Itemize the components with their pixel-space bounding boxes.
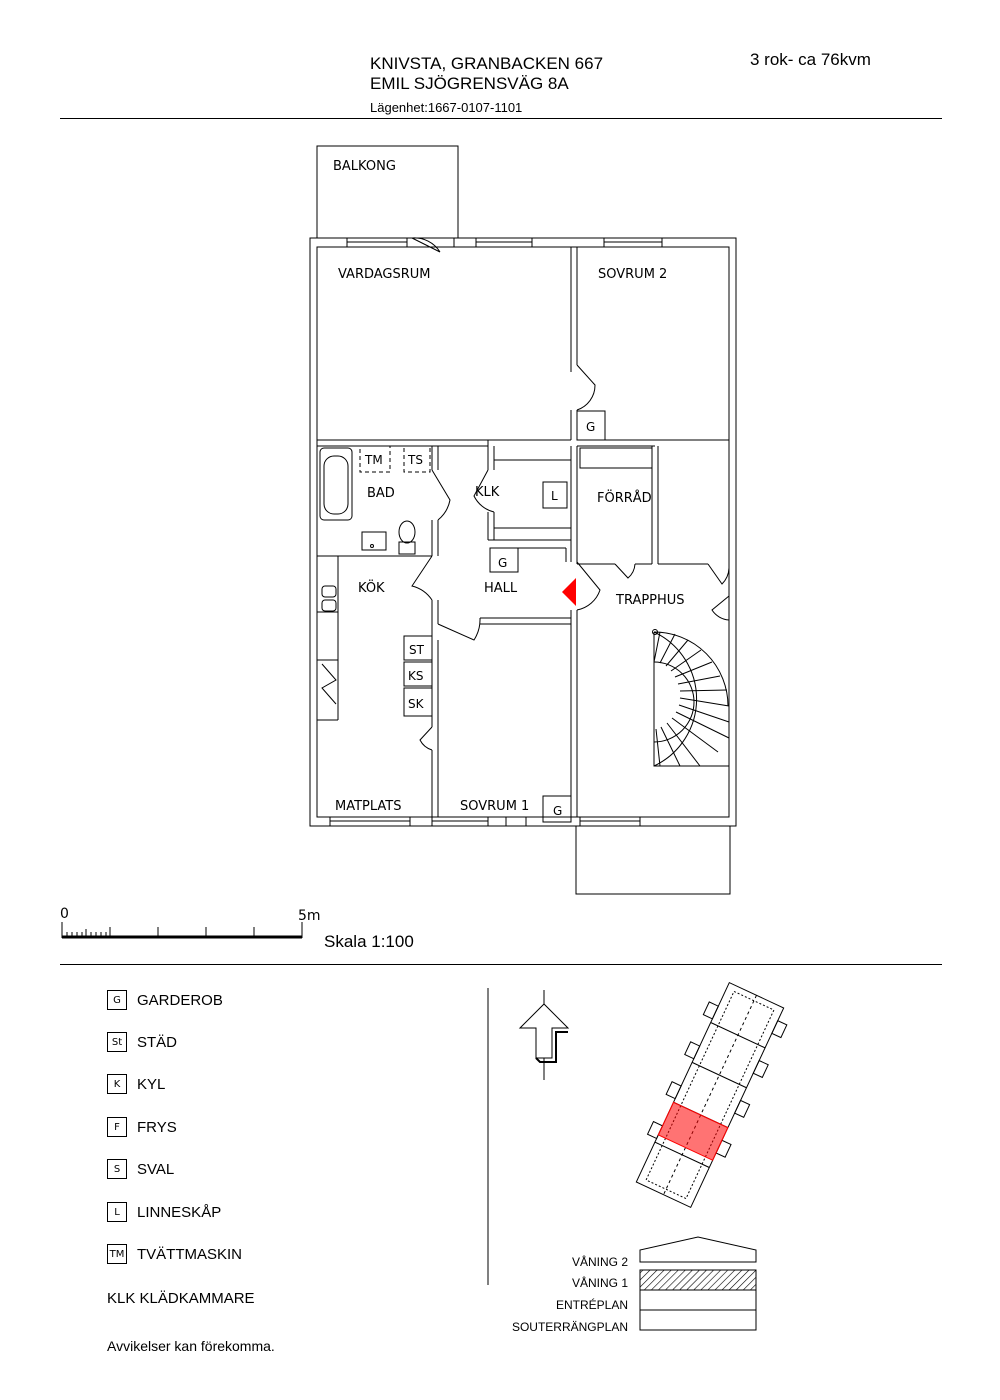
legend-code: St bbox=[107, 1032, 127, 1052]
balcony-door bbox=[411, 237, 441, 253]
dryer-ts-label: TS bbox=[407, 453, 423, 467]
header-divider bbox=[60, 118, 942, 119]
legend-label: FRYS bbox=[137, 1118, 177, 1136]
cleaning-closet-label: ST bbox=[409, 643, 425, 657]
linen-closet-label: L bbox=[551, 489, 558, 503]
windows-bottom bbox=[329, 816, 641, 827]
legend-label: STÄD bbox=[137, 1033, 178, 1051]
legend-code: L bbox=[107, 1202, 127, 1222]
washer-tm-label: TM bbox=[364, 453, 383, 467]
fridge-cool-label: SK bbox=[408, 697, 425, 711]
floor-plan: BALKONG VARDAGSRUM SOVRUM 2 G TM TS BAD … bbox=[60, 145, 737, 939]
legend-code: F bbox=[107, 1117, 127, 1137]
north-arrow-icon bbox=[518, 990, 570, 1080]
legend-code: TM bbox=[107, 1244, 127, 1264]
legend-klk: KLK KLÄDKAMMARE bbox=[107, 1290, 255, 1307]
header-address: KNIVSTA, GRANBACKEN 667 bbox=[370, 54, 604, 73]
level-label: VÅNING 2 bbox=[571, 1255, 628, 1269]
room-label-sovrum2: SOVRUM 2 bbox=[598, 267, 667, 282]
wardrobe-g-sovrum2: G bbox=[586, 420, 595, 434]
legend-label: LINNESKÅP bbox=[137, 1203, 222, 1221]
room-label-balkong: BALKONG bbox=[333, 159, 396, 174]
header-apartment-size: 3 rok- ca 76kvm bbox=[750, 50, 871, 69]
site-plan bbox=[635, 981, 788, 1209]
room-label-forrad: FÖRRÅD bbox=[597, 489, 652, 506]
level-label: VÅNING 1 bbox=[571, 1276, 628, 1290]
site-panel bbox=[487, 981, 788, 1331]
legend-item: St STÄD bbox=[107, 1031, 177, 1053]
wardrobe-g-sovrum1: G bbox=[553, 804, 562, 818]
legend-item: K KYL bbox=[107, 1073, 165, 1095]
room-label-hall: HALL bbox=[484, 581, 518, 596]
fridge-freezer-label: KS bbox=[408, 669, 424, 683]
disclaimer: Avvikelser kan förekomma. bbox=[107, 1338, 275, 1354]
footer-divider bbox=[60, 964, 942, 965]
legend-code: K bbox=[107, 1074, 127, 1094]
legend-label: SVAL bbox=[137, 1160, 175, 1178]
room-label-trapphus: TRAPPHUS bbox=[615, 593, 685, 608]
room-label-bad: BAD bbox=[367, 486, 395, 501]
scale-bar bbox=[61, 922, 303, 939]
legend-item: S SVAL bbox=[107, 1158, 174, 1180]
level-label: ENTRÉPLAN bbox=[555, 1298, 628, 1312]
spiral-staircase bbox=[652, 629, 730, 767]
legend-label: KYL bbox=[137, 1075, 166, 1093]
scale-zero-label: 0 bbox=[60, 906, 69, 922]
legend-label: TVÄTTMASKIN bbox=[137, 1245, 243, 1263]
legend-code: S bbox=[107, 1159, 127, 1179]
level-label: SOUTERRÄNGPLAN bbox=[511, 1320, 628, 1334]
room-label-matplats: MATPLATS bbox=[335, 799, 402, 814]
legend-code: G bbox=[107, 990, 127, 1010]
room-label-kok: KÖK bbox=[358, 579, 385, 596]
room-label-vardagsrum: VARDAGSRUM bbox=[338, 267, 431, 282]
room-label-sovrum1: SOVRUM 1 bbox=[460, 799, 529, 814]
entrance-triangle-icon bbox=[562, 578, 576, 606]
header-apartment-id: Lägenhet:1667-0107-1101 bbox=[370, 100, 523, 115]
windows-top bbox=[346, 237, 663, 248]
level-indicator bbox=[639, 1236, 757, 1331]
legend-item: G GARDEROB bbox=[107, 989, 223, 1011]
legend-item: F FRYS bbox=[107, 1116, 177, 1138]
site-plan-highlight bbox=[657, 1101, 729, 1161]
room-label-klk: KLK bbox=[475, 485, 500, 500]
legend-item: L LINNESKÅP bbox=[107, 1201, 221, 1223]
wardrobe-g-hall: G bbox=[498, 556, 507, 570]
scale-label: Skala 1:100 bbox=[324, 932, 414, 951]
legend-item: TM TVÄTTMASKIN bbox=[107, 1243, 242, 1265]
scale-five-label: 5m bbox=[298, 908, 321, 924]
entrance-canopy bbox=[575, 825, 731, 895]
header-street: EMIL SJÖGRENSVÄG 8A bbox=[370, 74, 569, 93]
legend-label: GARDEROB bbox=[137, 991, 223, 1009]
